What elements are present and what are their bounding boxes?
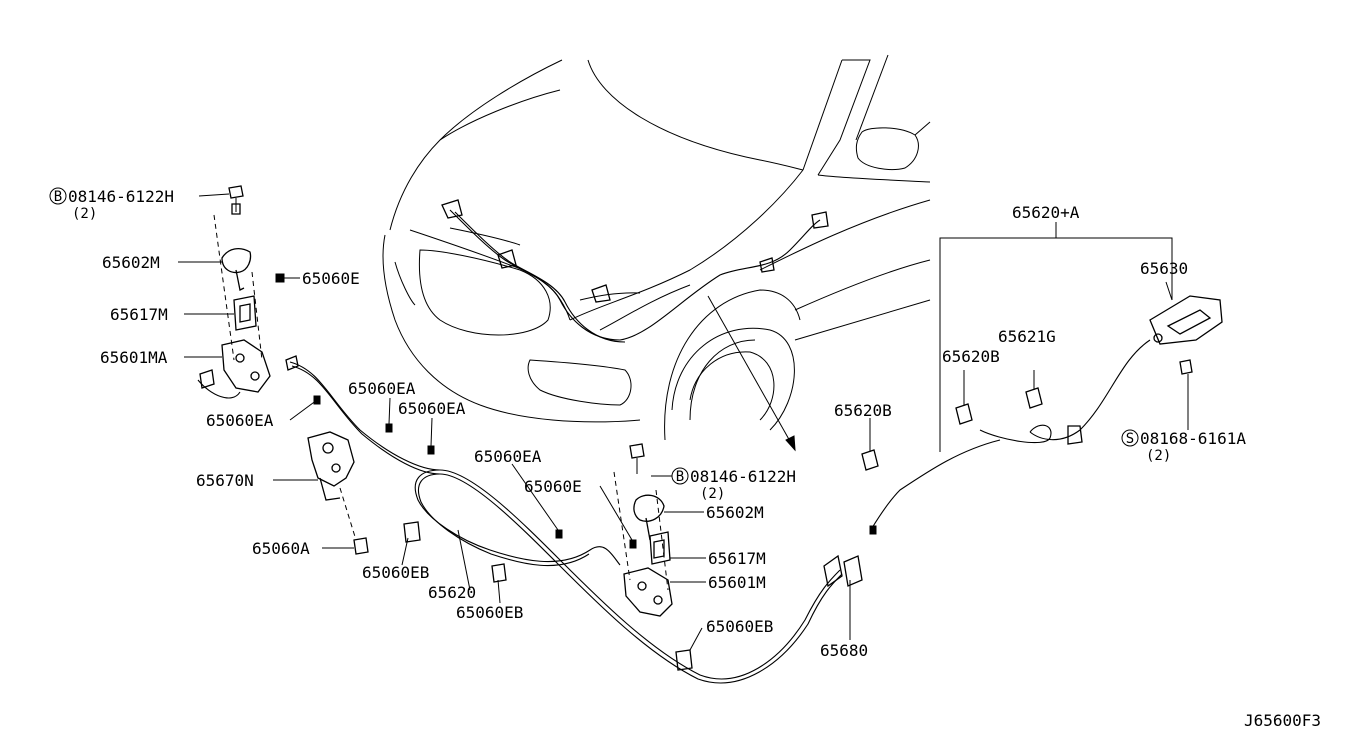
diagram-code: J65600F3 [1244,711,1321,730]
label-clip-ea-3: 65060EA [398,399,466,418]
label-hinge-left: 65602M [102,253,160,272]
label-clip-b-2: 65620B [834,401,892,420]
label-bracket-left: 65617M [110,305,168,324]
left-hood-hinge-assembly [197,185,285,399]
label-handle: 65680 [820,641,868,660]
leader-lines [178,193,1173,651]
label-clip-left: 65060E [302,269,360,288]
bolt-right-mark: B [676,469,684,485]
label-screw-right-qty: (2) [1146,448,1171,464]
label-hood-lock: 65670N [196,471,254,490]
label-hinge-right: 65602M [706,503,764,522]
label-bolt-a: 65060A [252,539,310,558]
label-clip-ea-1: 65060EA [206,411,274,430]
label-lever: 65630 [1140,259,1188,278]
label-clip-eb-3: 65060EB [706,617,773,636]
car-front-illustration [382,54,931,452]
label-bolt-left: 08146-6122H [68,187,174,206]
label-clip-ea-4: 65060EA [474,447,542,466]
part-labels: B 08146-6122H (2) 65602M 65060E 65617M 6… [49,187,1321,730]
label-clip-eb-1: 65060EB [362,563,429,582]
right-hood-hinge-assembly [613,443,673,617]
label-grommet: 65621G [998,327,1056,346]
label-bracket-right: 65617M [708,549,766,568]
label-clip-ea-2: 65060EA [348,379,416,398]
release-lever-assembly [861,222,1223,535]
label-lock-right: 65601M [708,573,766,592]
label-bolt-left-qty: (2) [72,206,97,222]
bolt-left-mark: B [54,189,62,205]
label-cable-main: 65620 [428,583,476,602]
label-bolt-right: 08146-6122H [690,467,796,486]
label-clip-eb-2: 65060EB [456,603,523,622]
hood-release-cable [285,355,863,684]
label-screw-right: 08168-6161A [1140,429,1246,448]
label-assy: 65620+A [1012,203,1080,222]
screw-right-mark: S [1126,431,1134,447]
label-bolt-right-qty: (2) [700,486,725,502]
label-lock-left: 65601MA [100,348,168,367]
label-clip-e-right: 65060E [524,477,582,496]
hood-lock-assembly [307,431,369,555]
label-clip-b-1: 65620B [942,347,1000,366]
